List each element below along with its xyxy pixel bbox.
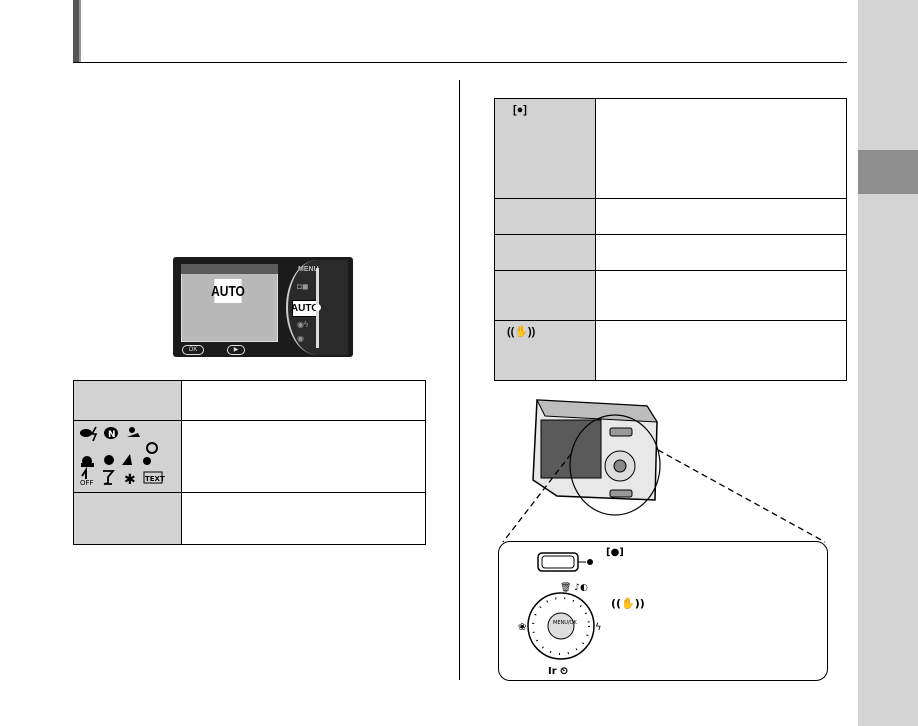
stabilizer-icon: ((✋)) bbox=[507, 326, 536, 338]
camera-icon: ◘◼ bbox=[297, 282, 309, 291]
fireworks-icon: ✱ bbox=[124, 472, 136, 487]
scene-mode-table: N OFF ✱ TEXT bbox=[73, 380, 426, 545]
lcd-play-pill: ▶ bbox=[227, 345, 245, 355]
flash-off-label: OFF bbox=[80, 479, 94, 487]
museum-icon bbox=[143, 457, 151, 465]
face-detect-label: [●] bbox=[606, 547, 624, 558]
night-icon bbox=[104, 427, 118, 439]
feature-row-2-label bbox=[494, 198, 596, 235]
text-mode-icon bbox=[143, 471, 163, 484]
lcd-menu-label: MENU bbox=[298, 266, 319, 273]
ir-timer-icon: Ir ⏲ bbox=[548, 666, 568, 677]
table-row-3-label bbox=[73, 492, 182, 545]
lcd-screen-topbar bbox=[181, 264, 278, 274]
feature-row-4-text bbox=[595, 270, 847, 321]
flash-icon bbox=[90, 426, 98, 442]
beach-icon bbox=[122, 454, 132, 465]
camera-body bbox=[532, 399, 658, 501]
portrait-sport-icon bbox=[129, 427, 135, 433]
face-button-small bbox=[609, 427, 633, 437]
text-mode-label: TEXT bbox=[145, 475, 165, 483]
table-row-2-text bbox=[181, 420, 426, 493]
stabilizer-label: ((✋)) bbox=[611, 597, 645, 610]
eye-flash-icon bbox=[80, 429, 92, 437]
flash-icon: ϟ bbox=[595, 622, 602, 633]
cocktail-icon bbox=[103, 470, 115, 485]
column-divider bbox=[459, 80, 460, 680]
lcd-auto-mode-label: AUTO bbox=[211, 279, 245, 303]
party-icon bbox=[81, 466, 87, 479]
lcd-menu-selected: AUTO bbox=[291, 300, 319, 317]
control-detail: [●] 🗑 ♪◐ MENU/OK ❀ ϟ Ir ⏲ ((✋)) bbox=[518, 547, 645, 677]
flash-mode-icon: ◉ϟ bbox=[297, 320, 309, 329]
scene-mode-icons: N OFF ✱ TEXT bbox=[80, 426, 165, 488]
stabilizer-cell: ((✋)) bbox=[494, 320, 596, 381]
night-icon-letter: N bbox=[108, 430, 116, 440]
camera-diagram bbox=[502, 399, 826, 543]
menu-ok-label: MENU/OK bbox=[553, 620, 577, 626]
face-detect-text bbox=[595, 98, 847, 199]
trash-icon: 🗑 ♪◐ bbox=[560, 582, 588, 593]
face-detect-cell: [●] bbox=[494, 98, 596, 199]
zoom-line-left bbox=[502, 453, 572, 543]
eye-icon: ◉ bbox=[297, 334, 304, 343]
stabilizer-text bbox=[595, 320, 847, 381]
zoom-circle bbox=[569, 414, 661, 516]
face-icon-small bbox=[587, 559, 593, 565]
sunset-horizon bbox=[81, 463, 94, 467]
table-row-2-label: N OFF ✱ TEXT bbox=[73, 420, 182, 493]
feature-row-3-label bbox=[494, 234, 596, 271]
snow-icon bbox=[104, 455, 114, 465]
zoom-line-right bbox=[657, 449, 826, 543]
macro-icon: ❀ bbox=[518, 622, 526, 633]
face-detect-icon: [●] bbox=[513, 104, 527, 116]
sun-icon bbox=[146, 442, 158, 454]
side-index-tab bbox=[858, 150, 918, 194]
table-row-1-label bbox=[73, 380, 182, 421]
control-detail-panel bbox=[498, 541, 828, 681]
feature-row-4-label bbox=[494, 270, 596, 321]
header-accent bbox=[73, 0, 79, 62]
camera-lcd bbox=[540, 419, 602, 479]
lcd-scroll-indicator bbox=[314, 304, 321, 311]
lcd-preview-screen bbox=[181, 264, 278, 342]
header-accent-thin bbox=[79, 0, 81, 62]
feature-table: [●] ((✋)) bbox=[494, 98, 847, 381]
table-row-3-text bbox=[181, 492, 426, 545]
feature-row-2-text bbox=[595, 198, 847, 235]
menu-ok-button bbox=[547, 612, 575, 640]
side-index-strip bbox=[858, 0, 918, 726]
lcd-ok-pill: OK bbox=[182, 345, 204, 355]
header-bar bbox=[73, 0, 847, 63]
feature-row-3-text bbox=[595, 234, 847, 271]
table-row-1-text bbox=[181, 380, 426, 421]
sport-icon-body bbox=[127, 433, 140, 437]
